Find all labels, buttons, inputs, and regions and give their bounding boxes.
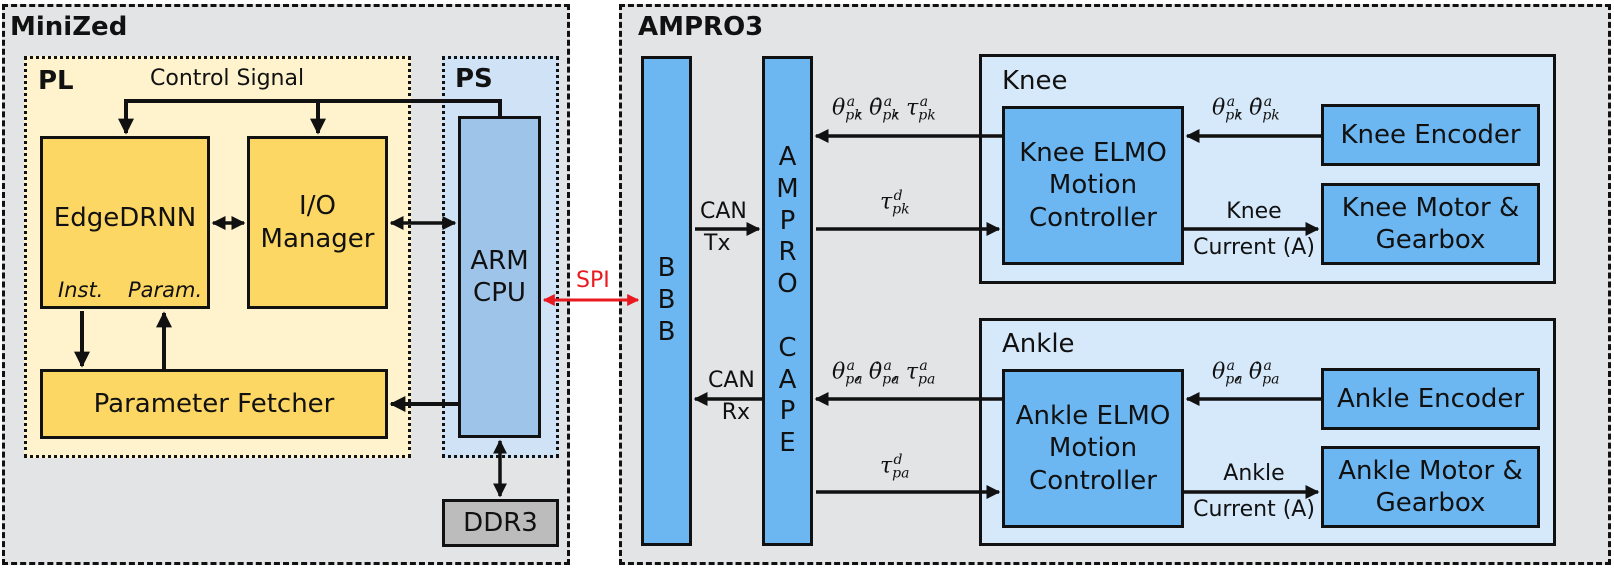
bbb-letter: B xyxy=(657,316,676,347)
knee-current-line2: Current (A) xyxy=(1193,235,1315,261)
bbb-block: B B B xyxy=(641,56,692,546)
control-signal-line xyxy=(118,99,502,135)
ankle-elmo-line2: Motion xyxy=(1048,433,1138,464)
edgedrnn-label: EdgeDRNN xyxy=(53,203,197,234)
parameter-fetcher-block: Parameter Fetcher xyxy=(40,369,388,439)
knee-elmo-line3: Controller xyxy=(1029,202,1157,233)
cape-letter: A xyxy=(778,142,797,173)
cape-letter: A xyxy=(778,364,797,395)
bbb-letter: B xyxy=(657,285,676,316)
ankle-motor-block: Ankle Motor &Gearbox xyxy=(1321,446,1540,528)
knee-torque-command-label: τpkd xyxy=(880,188,910,218)
knee-title: Knee xyxy=(1002,66,1068,96)
edgedrnn-param-label: Param. xyxy=(128,278,203,302)
can-tx-line2: Tx xyxy=(704,230,731,256)
cape-letter: C xyxy=(778,332,797,363)
ankle-encoder-block: Ankle Encoder xyxy=(1321,368,1540,430)
cape-letter: E xyxy=(779,428,796,459)
knee-encoder-block: Knee Encoder xyxy=(1321,104,1540,166)
bbb-letters: B B B xyxy=(658,253,676,348)
ankle-current-line1: Ankle xyxy=(1223,461,1285,486)
parameter-fetcher-label: Parameter Fetcher xyxy=(93,388,335,419)
ankle-encoder-feedback-label: θpaa, θ̇paa xyxy=(1212,358,1280,388)
cape-letter: P xyxy=(779,205,796,236)
cape-letter: R xyxy=(778,237,797,268)
ampro-cape-block: A M P R O C A P E xyxy=(762,56,813,546)
ampro3-title: AMPRO3 xyxy=(638,12,764,42)
bbb-letter: B xyxy=(657,253,676,284)
knee-feedback-label: θpka, θ̇pka, τpka xyxy=(832,94,936,124)
cape-letter: P xyxy=(779,396,796,427)
can-rx-line1: CAN xyxy=(708,368,755,393)
can-tx-line1: CAN xyxy=(700,199,747,224)
knee-motor-line1: Knee Motor & xyxy=(1341,192,1520,223)
ankle-elmo-line1: Ankle ELMO xyxy=(1015,400,1171,431)
knee-motor-line2: Gearbox xyxy=(1375,225,1486,255)
knee-elmo-line2: Motion xyxy=(1048,170,1138,201)
ankle-title: Ankle xyxy=(1002,329,1075,359)
ps-title: PS xyxy=(455,64,493,94)
arm-cpu-line1: ARM xyxy=(470,245,529,276)
ankle-motor-line2: Gearbox xyxy=(1375,488,1486,518)
ankle-current-label: Ankle Current (A) xyxy=(1190,456,1318,529)
cape-letters: A M P R O C A P E xyxy=(776,142,798,459)
ddr3-block: DDR3 xyxy=(442,499,559,547)
io-manager-line2: Manager xyxy=(260,223,375,254)
knee-encoder-label: Knee Encoder xyxy=(1340,119,1521,150)
pl-title: PL xyxy=(38,66,74,96)
cape-letter: M xyxy=(776,173,799,204)
edgedrnn-block: EdgeDRNN xyxy=(40,136,210,309)
io-manager-line1: I/O xyxy=(299,191,336,221)
ankle-current-line2: Current (A) xyxy=(1193,497,1315,523)
ankle-torque-command-label: τpad xyxy=(880,452,910,482)
ankle-motor-line1: Ankle Motor & xyxy=(1338,455,1523,486)
can-rx-label: CAN Rx xyxy=(708,365,755,429)
knee-encoder-feedback-label: θpka, θ̇pka xyxy=(1212,94,1280,124)
can-tx-label: CAN Tx xyxy=(700,196,747,260)
knee-elmo-line1: Knee ELMO xyxy=(1019,137,1167,168)
knee-motor-block: Knee Motor &Gearbox xyxy=(1321,183,1540,265)
minized-title: MiniZed xyxy=(10,12,128,42)
cape-letter: O xyxy=(777,269,798,300)
ankle-encoder-label: Ankle Encoder xyxy=(1336,383,1525,414)
knee-current-line1: Knee xyxy=(1226,199,1282,224)
knee-current-label: Knee Current (A) xyxy=(1190,194,1318,267)
arm-cpu-line2: CPU xyxy=(473,278,526,308)
ankle-elmo-line3: Controller xyxy=(1029,465,1157,496)
spi-label: SPI xyxy=(576,268,610,293)
control-signal-label: Control Signal xyxy=(150,66,305,91)
ankle-feedback-label: θpaa, θ̇paa, τpaa xyxy=(832,358,936,388)
ddr3-label: DDR3 xyxy=(463,507,538,538)
edgedrnn-inst-label: Inst. xyxy=(58,278,104,302)
can-rx-line2: Rx xyxy=(721,399,750,425)
